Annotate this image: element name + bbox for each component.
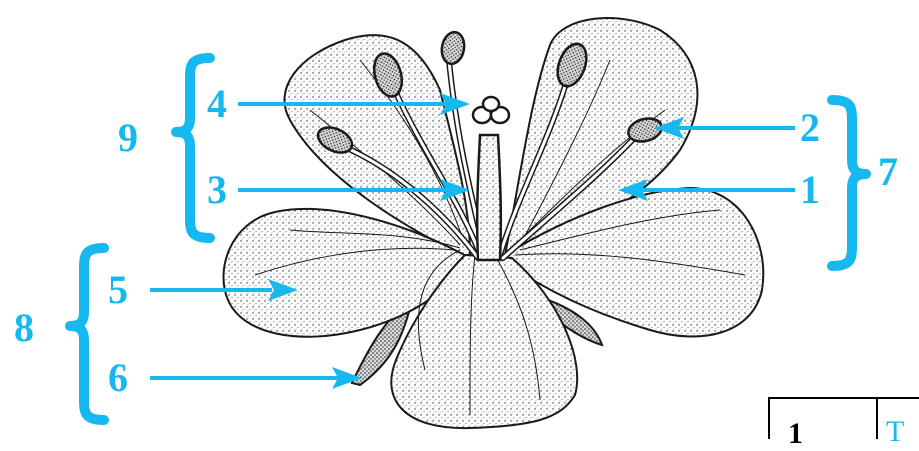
table-cell-text: T <box>878 399 919 439</box>
label-6: 6 <box>108 358 128 398</box>
flower-drawing <box>0 0 919 434</box>
label-5: 5 <box>108 270 128 310</box>
label-8: 8 <box>14 308 34 348</box>
label-4: 4 <box>207 84 227 124</box>
brace-9 <box>176 58 210 238</box>
table-row-number: 1 <box>770 399 878 439</box>
label-3: 3 <box>207 170 227 210</box>
answer-table: 1 T <box>768 397 919 439</box>
brace-7 <box>832 100 866 266</box>
pistil-style <box>477 135 501 260</box>
label-2: 2 <box>800 108 820 148</box>
label-9: 9 <box>118 118 138 158</box>
brace-8 <box>70 248 104 420</box>
label-7: 7 <box>878 152 898 192</box>
label-1: 1 <box>800 170 820 210</box>
flower-diagram: 4 3 9 2 1 7 5 6 8 1 T <box>0 0 919 434</box>
stigma <box>473 97 509 123</box>
